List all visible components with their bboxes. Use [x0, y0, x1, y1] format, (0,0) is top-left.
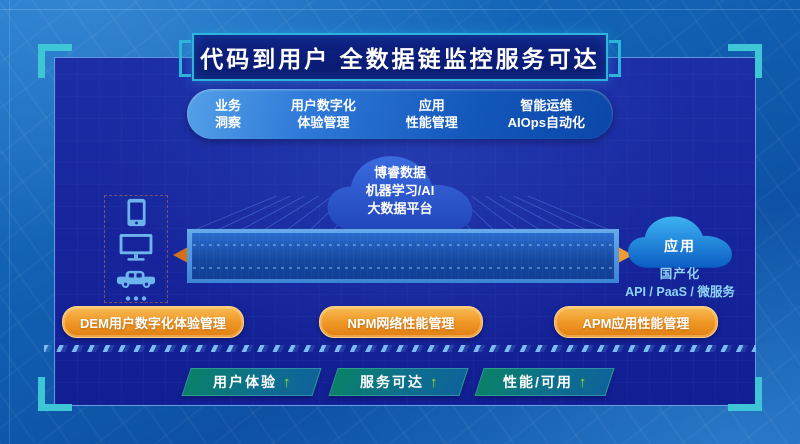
capability-aiops: 智能运维 AIOps自动化 [508, 97, 585, 131]
dem-product-label: DEM用户数字化体验管理 [80, 315, 226, 331]
capability-app-performance: 应用 性能管理 [406, 97, 458, 131]
outcome-content: 服务可达 ↑ [359, 372, 437, 392]
outcomes-bar: 用户体验 ↑ 服务可达 ↑ 性能/可用 ↑ [181, 368, 615, 396]
dem-product-button: DEM用户数字化体验管理 [62, 306, 244, 338]
title-bracket-right [609, 40, 621, 77]
corner-bracket-top-left [38, 44, 72, 78]
up-arrow-icon: ↑ [578, 373, 587, 391]
corner-bracket-bottom-left [38, 377, 72, 411]
user-devices-group [104, 195, 168, 303]
corner-bracket-top-right [728, 44, 762, 78]
npm-product-label: NPM网络性能管理 [347, 315, 455, 331]
capability-digital-experience: 用户数字化 体验管理 [291, 97, 356, 131]
car-icon [116, 270, 156, 288]
capability-line: 体验管理 [297, 115, 350, 130]
capability-line: 智能运维 [520, 98, 573, 113]
page-title: 代码到用户 全数据链监控服务可达 [200, 46, 600, 72]
tablet-icon [126, 198, 146, 226]
up-arrow-icon: ↑ [282, 373, 291, 391]
arrowhead-left [173, 247, 187, 263]
application-cloud: 应用 [624, 212, 736, 270]
capability-line: 洞察 [215, 115, 242, 130]
npm-product-button: NPM网络性能管理 [319, 306, 483, 338]
platform-cloud: 博睿数据 机器学习/AI 大数据平台 [322, 150, 478, 234]
cloud-shape [327, 156, 473, 231]
ellipsis-icon [125, 295, 147, 301]
background-accent-line-horizontal [0, 9, 800, 10]
dashed-separator [44, 345, 756, 352]
outcome-label: 用户体验 [212, 374, 277, 390]
capability-business-insight: 业务 洞察 [215, 97, 241, 131]
outcome-service-reachable: 服务可达 ↑ [328, 368, 468, 396]
band-stripe-top [193, 244, 613, 246]
bidirectional-flow-arrow [173, 247, 633, 263]
outcome-content: 性能/可用 ↑ [503, 372, 586, 392]
outcome-label: 性能/可用 [502, 374, 573, 390]
outcome-user-experience: 用户体验 ↑ [181, 368, 322, 396]
arrowhead-right [619, 247, 633, 263]
title-bracket-left [179, 40, 191, 77]
background-accent-line-vertical [9, 0, 10, 444]
platform-ml-ai: 机器学习/AI [365, 183, 435, 198]
apm-product-button: APM应用性能管理 [554, 306, 718, 338]
capability-line: 用户数字化 [290, 98, 356, 113]
capability-line: 应用 [418, 98, 445, 113]
outcome-label: 服务可达 [359, 374, 424, 390]
outcome-performance-availability: 性能/可用 ↑ [474, 368, 615, 396]
platform-name: 博睿数据 [373, 165, 426, 180]
platform-bigdata: 大数据平台 [367, 201, 433, 216]
capability-line: 业务 [215, 98, 242, 113]
cloud-shape [628, 216, 732, 268]
app-cloud-subtitle-services: API / PaaS / 微服务 [625, 285, 735, 299]
capability-pill: 业务 洞察 用户数字化 体验管理 应用 性能管理 智能运维 AIOps自动化 [187, 89, 613, 139]
band-stripe-bottom [193, 267, 613, 269]
monitor-icon [119, 233, 153, 261]
up-arrow-icon: ↑ [429, 373, 437, 391]
outcome-content: 用户体验 ↑ [213, 372, 291, 392]
apm-product-label: APM应用性能管理 [582, 315, 690, 331]
application-cloud-label: 应用 [664, 238, 696, 254]
capability-line: AIOps自动化 [507, 115, 585, 130]
platform-cloud-text: 博睿数据 机器学习/AI 大数据平台 [322, 164, 478, 218]
app-cloud-subtitle-localization: 国产化 [659, 267, 701, 281]
corner-bracket-bottom-right [728, 377, 762, 411]
title-banner: 代码到用户 全数据链监控服务可达 [192, 33, 608, 81]
capability-line: 性能管理 [405, 115, 458, 130]
